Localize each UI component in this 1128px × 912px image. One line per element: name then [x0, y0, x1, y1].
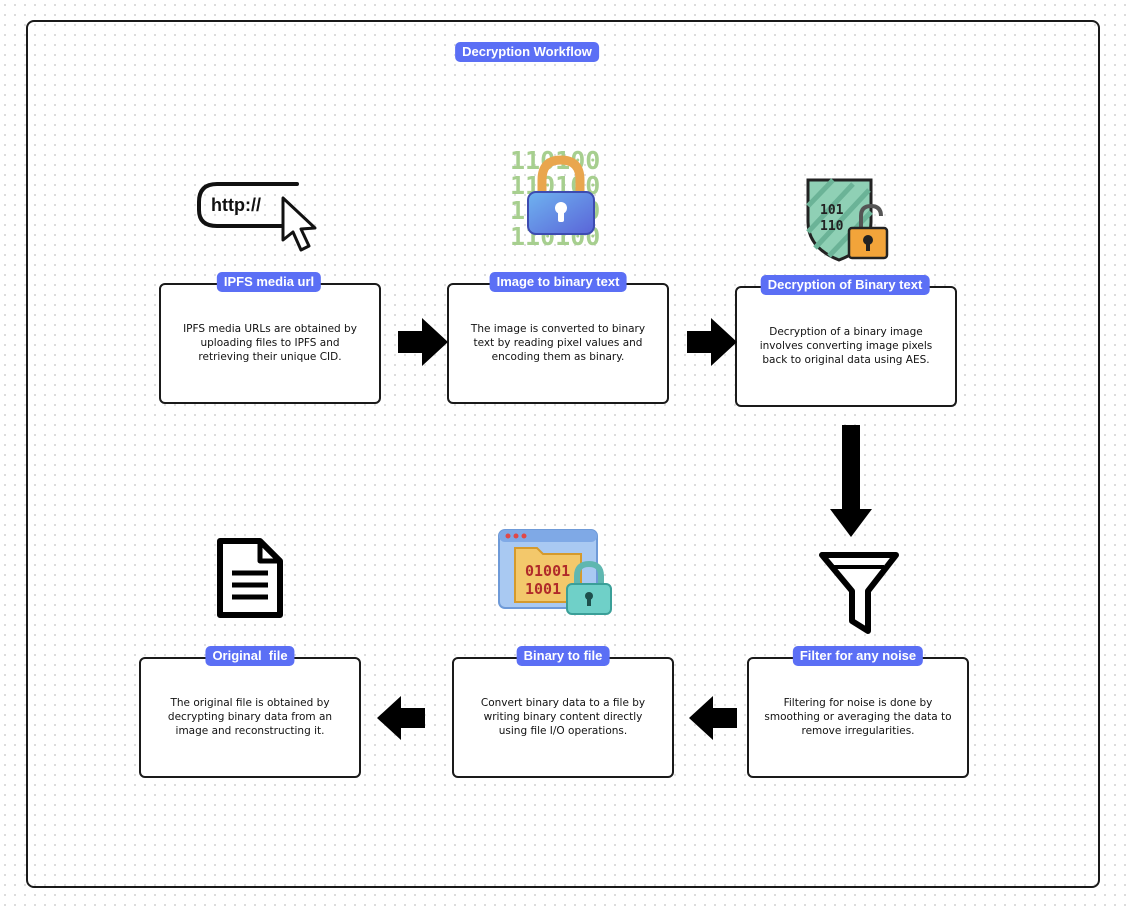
- binary-folder-lock-icon: 01001 1001: [498, 529, 612, 615]
- step-box-image-to-binary-text: The image is converted to binary text by…: [447, 283, 669, 404]
- shield-bits: 101: [820, 203, 844, 218]
- workflow-frame: [26, 20, 1100, 888]
- page-title: Decryption Workflow: [455, 42, 599, 62]
- step-label: Image to binary text: [489, 272, 627, 292]
- step-box-filter-for-any-noise: Filtering for noise is done by smoothing…: [747, 657, 969, 778]
- arrow-right-icon: [398, 318, 448, 366]
- step-label: Decryption of Binary text: [760, 275, 930, 295]
- folder-bits: 01001: [525, 562, 570, 580]
- step-description: Filtering for noise is done by smoothing…: [764, 696, 952, 737]
- arrow-down-icon: [830, 425, 872, 537]
- step-description: The original file is obtained by decrypt…: [167, 696, 333, 737]
- document-icon: [217, 538, 283, 618]
- step-description: Decryption of a binary image involves co…: [759, 325, 933, 366]
- arrow-right-icon: [687, 318, 737, 366]
- http-cursor-icon: http://: [197, 182, 317, 252]
- step-description: IPFS media URLs are obtained by uploadin…: [183, 322, 357, 363]
- step-label: Filter for any noise: [792, 646, 924, 666]
- shield-padlock-icon: 101 110: [806, 178, 889, 262]
- step-box-binary-to-file: Convert binary data to a file by writing…: [452, 657, 674, 778]
- step-label: Original file: [205, 646, 295, 666]
- funnel-icon: [819, 552, 899, 634]
- step-box-decryption-of-binary-text: Decryption of a binary image involves co…: [735, 286, 957, 407]
- http-text: http://: [211, 195, 261, 215]
- binary-lock-icon: 110100 110100 110100 110100: [510, 148, 600, 251]
- step-description: The image is converted to binary text by…: [470, 322, 646, 363]
- arrow-left-icon: [689, 696, 737, 740]
- step-label: Binary to file: [516, 646, 610, 666]
- step-description: Convert binary data to a file by writing…: [480, 696, 646, 737]
- folder-bits: 1001: [525, 580, 561, 598]
- step-label: IPFS media url: [216, 272, 322, 292]
- arrow-left-icon: [377, 696, 425, 740]
- step-box-original-file: The original file is obtained by decrypt…: [139, 657, 361, 778]
- step-box-ipfs-media-url: IPFS media URLs are obtained by uploadin…: [159, 283, 381, 404]
- shield-bits: 110: [820, 219, 844, 234]
